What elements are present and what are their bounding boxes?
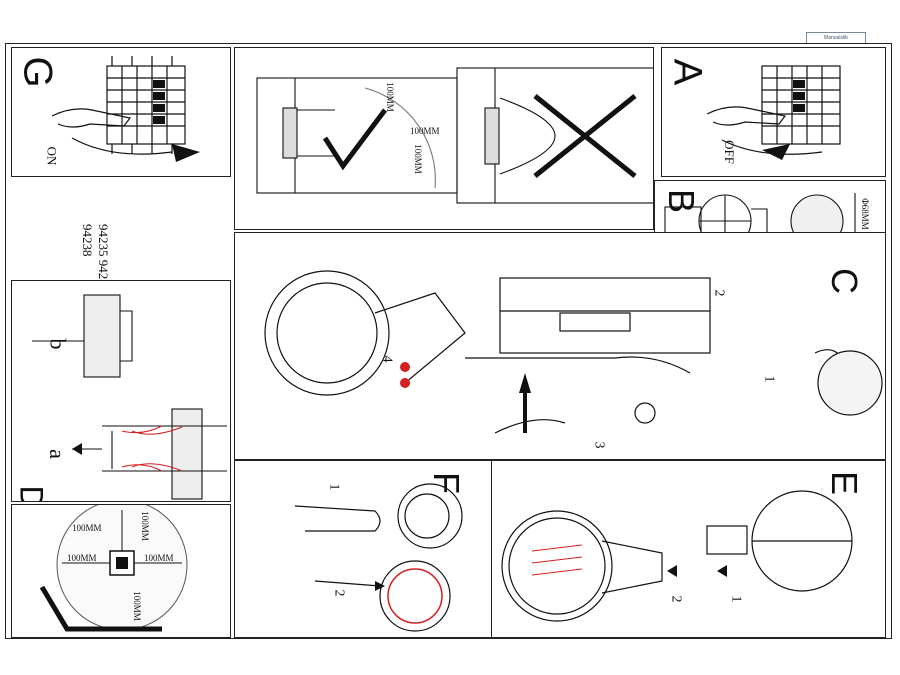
panel-f-step: 2 — [331, 589, 347, 597]
panel-f: F 1 2 — [234, 460, 492, 638]
panel-g: G ON — [11, 47, 231, 177]
installation-clearance-drawing — [256, 67, 653, 204]
panel-d-sub-a: a — [44, 449, 70, 459]
panel-c-step: 1 — [761, 375, 777, 383]
clearance-label: 100MM — [67, 553, 97, 563]
panel-e-step: 1 — [728, 595, 744, 603]
panel-c-step: 3 — [591, 441, 607, 449]
panel-d-sub-b: b — [45, 338, 71, 350]
panel-c-step: 2 — [711, 289, 727, 297]
panel-d-clearance: 100MM 100MM 100MM 100MM 100MM — [11, 504, 231, 638]
panel-d-drawing — [32, 294, 227, 500]
panel-a: A OFF — [661, 47, 886, 177]
top-clearance-label: 100MM — [410, 126, 440, 136]
panel-g-breaker-drawing — [51, 56, 200, 162]
panel-g-on-label: ON — [44, 146, 60, 166]
panel-d-letter: D — [13, 485, 50, 502]
clearance-label: 100MM — [72, 523, 102, 533]
top-clearance-label: 100MM — [412, 144, 423, 174]
clearance-label: 100MM — [131, 591, 142, 621]
clearance-label: 100MM — [139, 511, 150, 541]
clearance-label: 100MM — [144, 553, 174, 563]
top-clearance-label: 100MM — [384, 82, 395, 112]
panel-c-step: 4 — [379, 355, 395, 363]
panel-c: C 1 2 3 4 — [234, 232, 886, 460]
panel-e-step: 2 — [668, 595, 684, 603]
panel-a-off-label: OFF — [721, 140, 737, 164]
panel-d: D b a — [11, 280, 231, 502]
panel-e: E 1 2 — [491, 460, 886, 638]
panel-f-drawing — [294, 483, 463, 632]
panel-clearance-top: 100MM 100MM 100MM — [234, 47, 654, 230]
clearance-drawing — [39, 505, 188, 632]
panel-b-dimension: Φ68MM — [859, 198, 870, 230]
panel-f-step: 1 — [326, 483, 342, 491]
panel-a-breaker-drawing — [706, 65, 841, 160]
panel-c-drawing — [264, 270, 883, 434]
instruction-sheet: G ON — [5, 43, 892, 639]
panel-e-drawing — [501, 490, 853, 622]
